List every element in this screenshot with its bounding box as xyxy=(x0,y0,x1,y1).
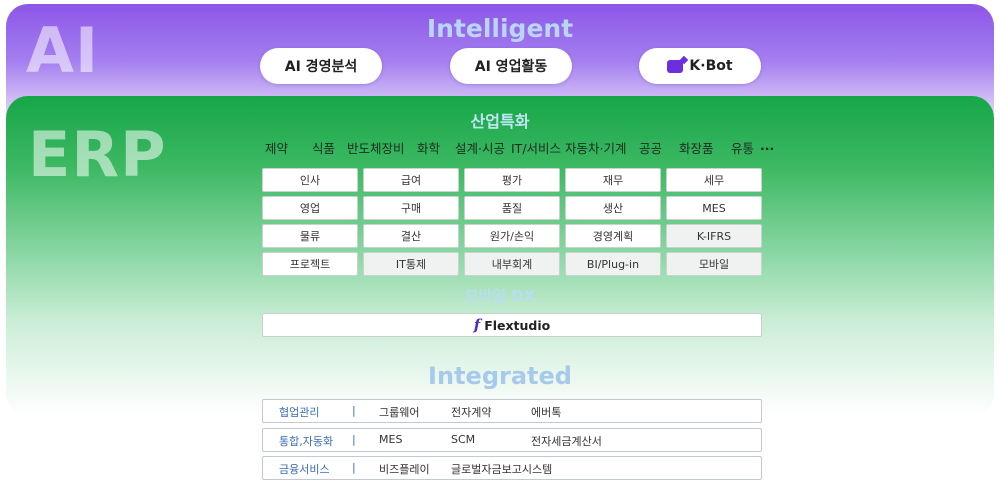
ai-management-analysis-label: AI 경영분석 xyxy=(284,59,358,75)
industry-heading: 산업특화 xyxy=(470,112,530,131)
module-cell[interactable]: 인사 xyxy=(262,168,358,192)
module-cell[interactable]: 경영계획 xyxy=(565,224,661,248)
integrated-category: 협업관리 xyxy=(279,406,320,419)
integrated-category: 통합,자동화 xyxy=(279,435,334,448)
industry-item[interactable]: IT/서비스 xyxy=(511,141,562,156)
ai-management-analysis-button[interactable]: AI 경영분석 xyxy=(260,48,382,84)
integrated-item[interactable]: MES xyxy=(379,433,403,446)
mobile-dx-heading: 모바일 DX xyxy=(464,287,536,305)
industry-item[interactable]: 공공 xyxy=(639,141,663,156)
industry-item[interactable]: 제약 xyxy=(265,141,289,156)
intelligent-heading: Intelligent xyxy=(426,14,574,43)
integrated-row-finance[interactable]: 금융서비스 | 비즈플레이 글로벌자금보고시스템 xyxy=(262,456,762,480)
kbot-icon xyxy=(667,59,684,73)
module-cell[interactable]: 원가/손익 xyxy=(464,224,560,248)
industry-more[interactable]: ... xyxy=(760,138,775,153)
module-cell[interactable]: 품질 xyxy=(464,196,560,220)
module-cell[interactable]: 영업 xyxy=(262,196,358,220)
flextudio-bar[interactable]: f Flextudio xyxy=(262,313,762,337)
kbot-label: K·Bot xyxy=(689,58,733,74)
industry-item[interactable]: 유통 xyxy=(731,141,755,156)
kbot-button[interactable]: K·Bot xyxy=(639,48,761,84)
module-cell[interactable]: 세무 xyxy=(666,168,762,192)
integrated-item[interactable]: 전자계약 xyxy=(451,406,492,419)
industry-item[interactable]: 자동차·기계 xyxy=(565,141,627,156)
industry-item[interactable]: 설계·시공 xyxy=(455,141,505,156)
erp-big-label: ERP xyxy=(28,118,167,191)
integrated-item[interactable]: 글로벌자금보고시스템 xyxy=(451,463,553,476)
module-cell[interactable]: 내부회계 xyxy=(464,252,560,276)
erp-module-grid: 인사 급여 평가 재무 세무 영업 구매 품질 생산 MES 물류 결산 원가/… xyxy=(262,168,762,276)
module-cell[interactable]: MES xyxy=(666,196,762,220)
industry-item[interactable]: 반도체장비 xyxy=(347,141,405,156)
integrated-item[interactable]: 비즈플레이 xyxy=(379,463,430,476)
integrated-item[interactable]: SCM xyxy=(451,433,476,446)
module-cell[interactable]: 급여 xyxy=(363,168,459,192)
module-cell[interactable]: K-IFRS xyxy=(666,224,762,248)
ai-sales-activity-button[interactable]: AI 영업활동 xyxy=(450,48,572,84)
integrated-row-collaboration[interactable]: 협업관리 | 그룹웨어 전자계약 에버톡 xyxy=(262,399,762,423)
separator: | xyxy=(352,404,356,417)
ai-sales-activity-label: AI 영업활동 xyxy=(474,59,548,75)
separator: | xyxy=(352,461,356,474)
ai-big-label: AI xyxy=(26,14,100,87)
industry-item[interactable]: 식품 xyxy=(312,141,336,156)
module-cell[interactable]: 결산 xyxy=(363,224,459,248)
integrated-heading: Integrated xyxy=(428,362,572,390)
module-cell[interactable]: 평가 xyxy=(464,168,560,192)
separator: | xyxy=(352,433,356,446)
module-cell[interactable]: 구매 xyxy=(363,196,459,220)
module-cell[interactable]: 프로젝트 xyxy=(262,252,358,276)
integrated-item[interactable]: 그룹웨어 xyxy=(379,406,420,419)
industry-item[interactable]: 화학 xyxy=(417,141,441,156)
integrated-category: 금융서비스 xyxy=(279,463,330,476)
flextudio-logo-icon: f xyxy=(473,316,481,334)
industry-item[interactable]: 화장품 xyxy=(679,141,714,156)
module-cell[interactable]: 생산 xyxy=(565,196,661,220)
industry-list: 제약 식품 반도체장비 화학 설계·시공 IT/서비스 자동차·기계 공공 화장… xyxy=(260,138,780,158)
module-cell[interactable]: IT통제 xyxy=(363,252,459,276)
flextudio-label: Flextudio xyxy=(484,317,551,333)
integrated-item[interactable]: 전자세금계산서 xyxy=(531,435,602,448)
module-cell[interactable]: BI/Plug-in xyxy=(565,252,661,276)
integrated-row-automation[interactable]: 통합,자동화 | MES SCM 전자세금계산서 xyxy=(262,428,762,452)
module-cell[interactable]: 물류 xyxy=(262,224,358,248)
integrated-item[interactable]: 에버톡 xyxy=(531,406,562,419)
module-cell[interactable]: 모바일 xyxy=(666,252,762,276)
module-cell[interactable]: 재무 xyxy=(565,168,661,192)
